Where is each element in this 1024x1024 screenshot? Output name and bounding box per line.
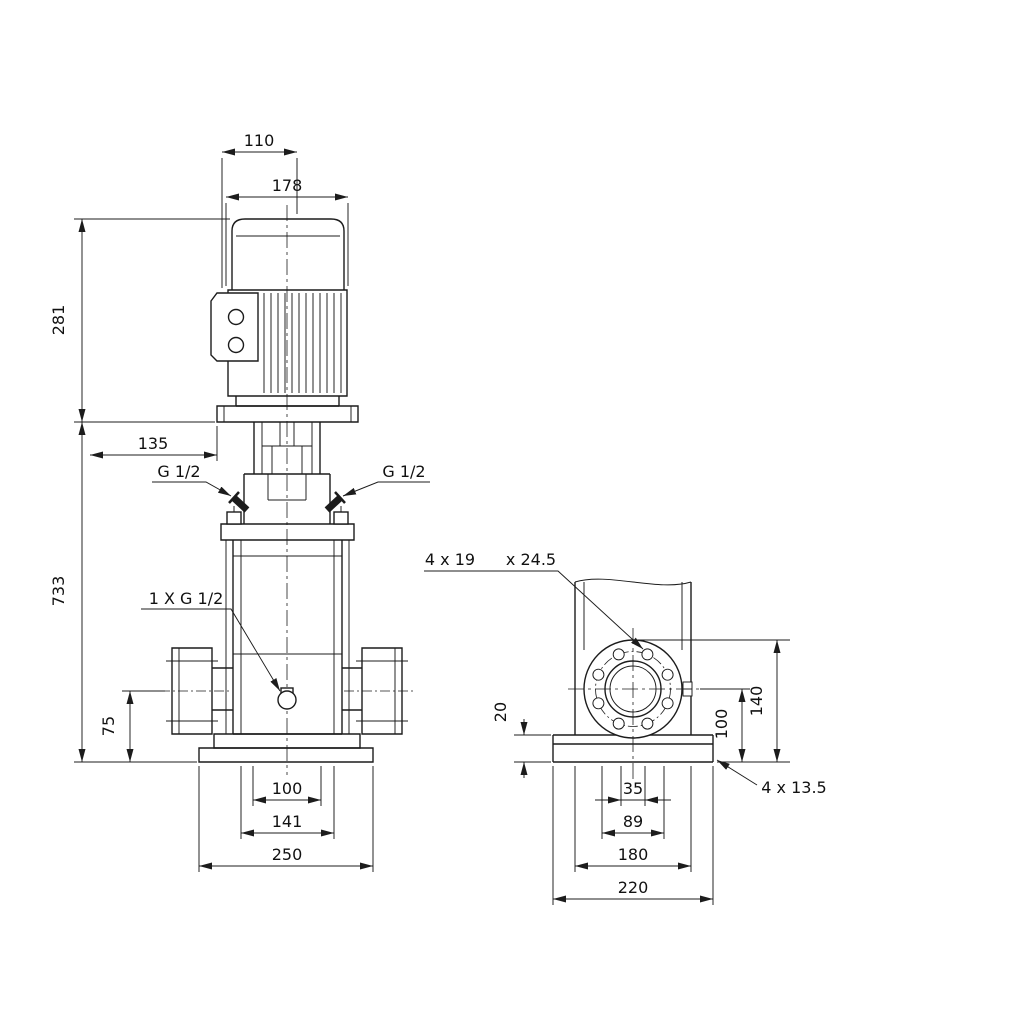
- drain-label-text: 1 X G 1/2: [149, 589, 224, 608]
- dim-base-hole-spacing-label: 35: [623, 779, 643, 798]
- side-body: [574, 578, 692, 735]
- bolt-circle: [595, 651, 671, 727]
- vent-plug-right: [324, 491, 346, 513]
- flange-bolt-holes: [592, 648, 674, 730]
- base-holes-callout: 4 x 13.5: [716, 759, 827, 797]
- motor-flange: [216, 396, 359, 423]
- dim-base-thickness: 20: [491, 702, 551, 778]
- dim-base-hole-pitch-label: 89: [623, 812, 643, 831]
- dim-base-width-mid: 141: [240, 766, 335, 839]
- terminal-box-gland-top: [227, 308, 245, 326]
- front-view: 110 178 281 733 135 75: [49, 131, 430, 872]
- base-front: [198, 733, 374, 763]
- port-flange-left: [160, 647, 233, 735]
- dim-head-offset: 135: [90, 426, 218, 461]
- coupling: [253, 422, 321, 474]
- dim-flange-height: 140: [633, 639, 790, 762]
- dim-base-width-outer-label: 250: [272, 845, 303, 864]
- dim-motor-height: 281: [49, 218, 230, 423]
- port-flange-right: [342, 647, 414, 735]
- dim-head-offset-label: 135: [138, 434, 169, 453]
- dim-motor-width: 178: [225, 176, 349, 286]
- dim-motor-top-width-label: 110: [244, 131, 275, 150]
- flange-bore-inner: [609, 665, 657, 713]
- dim-base-hole-spacing: 35: [595, 766, 671, 806]
- drain-label: 1 X G 1/2: [141, 589, 281, 692]
- stay-bolt-nut-right: [333, 511, 349, 525]
- drain-plug: [277, 687, 297, 710]
- port-label-right-text: G 1/2: [382, 462, 425, 481]
- port-label-left: G 1/2: [152, 462, 232, 497]
- dim-base-width-side-label: 180: [618, 845, 649, 864]
- flange-counterbore-label: x 24.5: [506, 550, 556, 569]
- dim-base-width-outer: 250: [198, 766, 374, 872]
- base-holes-label: 4 x 13.5: [761, 778, 826, 797]
- dim-motor-width-label: 178: [272, 176, 303, 195]
- dim-base-length-label: 220: [618, 878, 649, 897]
- side-view: 20 100 140 35 89 180: [424, 550, 827, 905]
- dim-total-height-label: 733: [49, 576, 68, 607]
- motor-fins: [263, 293, 342, 393]
- flange-bore-outer: [604, 660, 662, 718]
- dim-flange-height-label: 140: [747, 686, 766, 717]
- port-label-left-text: G 1/2: [157, 462, 200, 481]
- dim-base-width-inner-label: 100: [272, 779, 303, 798]
- dim-port-height-label: 75: [99, 716, 118, 736]
- dim-motor-top-width: 110: [221, 131, 298, 288]
- dim-base-width-side: 180: [574, 766, 692, 872]
- vent-plug-left: [228, 491, 250, 513]
- dim-port-center-height-label: 100: [712, 709, 731, 740]
- dim-base-length: 220: [552, 766, 714, 905]
- terminal-box-gland-bottom: [227, 336, 245, 354]
- terminal-box: [210, 292, 259, 362]
- flange-holes-label: 4 x 19: [425, 550, 475, 569]
- stay-bolt-nut-left: [226, 511, 242, 525]
- dim-motor-height-label: 281: [49, 305, 68, 336]
- dim-base-width-inner: 100: [252, 766, 322, 806]
- dim-base-width-mid-label: 141: [272, 812, 303, 831]
- dim-port-height: 75: [99, 690, 165, 762]
- dim-base-hole-pitch: 89: [601, 766, 665, 839]
- dim-total-height: 733: [49, 422, 197, 763]
- dim-base-thickness-label: 20: [491, 702, 510, 722]
- flange-holes-callout: 4 x 19 x 24.5: [424, 550, 644, 650]
- port-label-right: G 1/2: [342, 462, 430, 497]
- flange-face: [568, 628, 705, 782]
- flange-tab: [682, 681, 693, 697]
- pump-head: [220, 473, 355, 541]
